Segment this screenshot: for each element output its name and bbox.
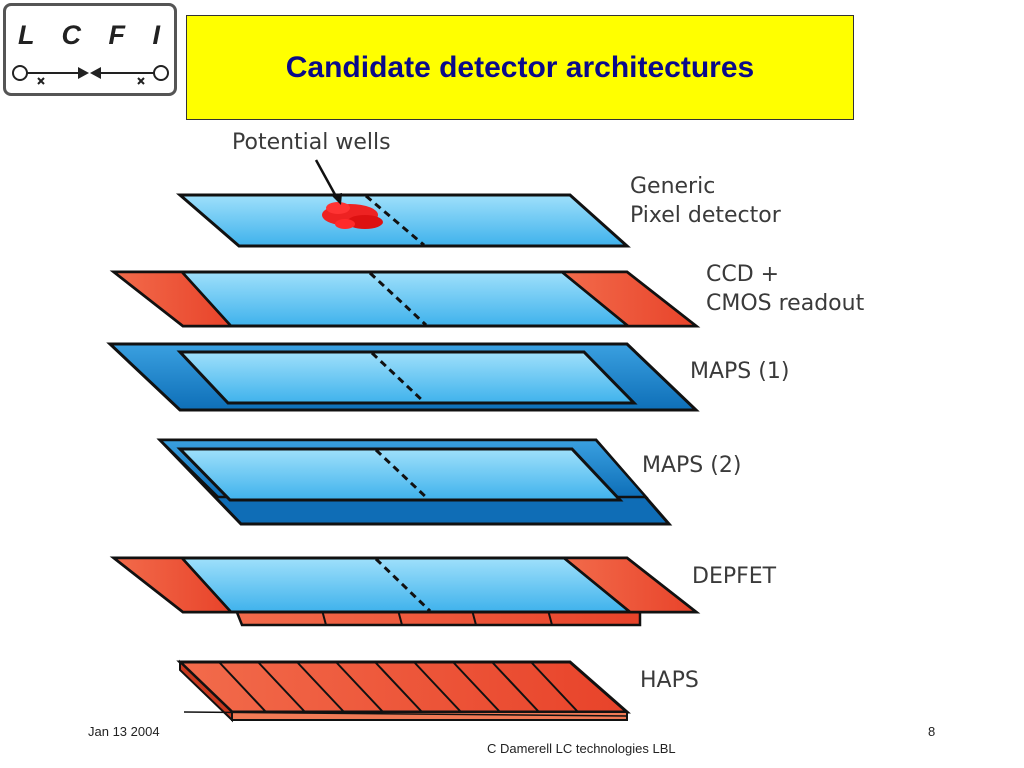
layer-haps xyxy=(176,659,631,723)
label-maps1: MAPS (1) xyxy=(690,359,790,384)
lcfi-logo: L C F I xyxy=(3,3,177,96)
pixel-boundary-line xyxy=(374,557,432,613)
layer-depfet xyxy=(109,556,701,627)
sensor-plane xyxy=(176,660,631,714)
layer-seam xyxy=(183,711,628,717)
edge-line xyxy=(563,557,631,613)
edge-line xyxy=(181,557,232,613)
label-depfet: DEPFET xyxy=(692,564,777,589)
callout-label: Potential wells xyxy=(232,130,391,155)
footer-credit: C Damerell LC technologies LBL xyxy=(487,741,676,756)
label-generic-line2: Pixel detector xyxy=(630,203,781,228)
lcfi-beamline-icon xyxy=(12,65,169,85)
sensor-plane xyxy=(176,447,624,502)
layer-generic xyxy=(175,159,631,248)
edge-line xyxy=(181,271,232,327)
label-generic-line1: Generic xyxy=(630,174,716,199)
label-ccd-line1: CCD + xyxy=(706,262,780,287)
edge-line xyxy=(561,271,629,327)
callout-arrow xyxy=(314,159,340,201)
sensor-plane xyxy=(175,193,631,248)
layer-maps2 xyxy=(156,438,673,526)
label-maps2: MAPS (2) xyxy=(642,453,742,478)
strip-lines xyxy=(218,661,579,713)
footer-page-number: 8 xyxy=(928,724,936,739)
title-box: Candidate detector architectures xyxy=(186,15,854,120)
logo-text: L C F I xyxy=(17,20,170,50)
charge-cloud xyxy=(322,202,383,229)
label-ccd: CCD + CMOS readout xyxy=(706,260,864,318)
label-ccd-line2: CMOS readout xyxy=(706,291,865,316)
layer-maps1 xyxy=(106,342,700,412)
slide-title: Candidate detector architectures xyxy=(285,50,755,84)
label-haps: HAPS xyxy=(640,668,699,693)
pixel-boundary-line xyxy=(365,194,425,247)
label-generic: Generic Pixel detector xyxy=(630,172,781,230)
layer-ccd xyxy=(109,270,701,328)
pixel-boundary-line xyxy=(368,271,428,327)
sensor-plane xyxy=(176,350,638,405)
callout-arrowhead xyxy=(331,193,342,205)
footer-date: Jan 13 2004 xyxy=(88,724,160,739)
